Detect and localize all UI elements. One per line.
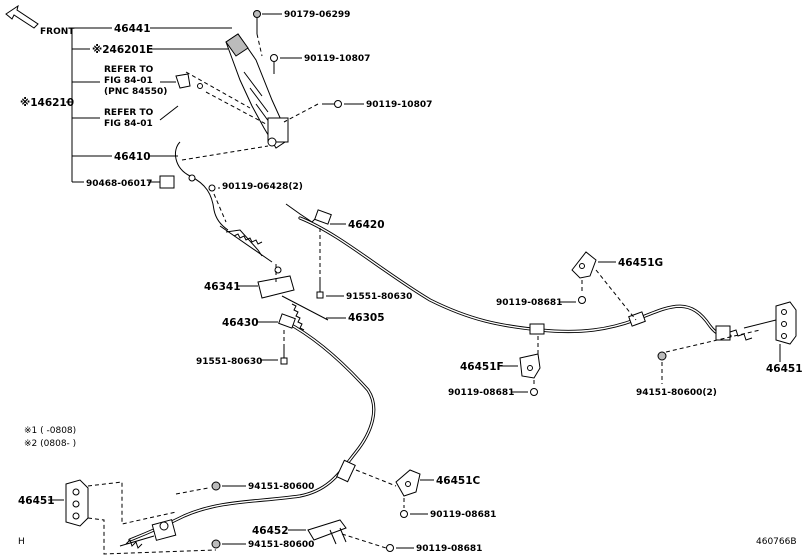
label-90119-08681d: 90119-08681 [416, 544, 482, 554]
bolt-icon [386, 544, 394, 552]
label-91551-80630a: 91551-80630 [346, 292, 412, 302]
parking-brake-lever [225, 33, 289, 149]
label-46451C: 46451C [436, 475, 481, 487]
label-94151-80600b: 94151-80600 [248, 540, 314, 550]
clip-icon [175, 73, 203, 89]
bracket-46451C [395, 469, 421, 497]
nut-icon [657, 351, 667, 361]
bolt-icon [400, 510, 408, 518]
nut-icon [253, 10, 261, 34]
figure-code: 460766B [756, 537, 797, 547]
label-46410: 46410 [114, 151, 151, 163]
label-90179-06299: 90179-06299 [284, 10, 350, 20]
nut-icon [211, 539, 221, 549]
label-46451G: 46451G [618, 257, 663, 269]
note-1: ※1 ( -0808) [24, 426, 76, 436]
label-90119-08681c: 90119-08681 [430, 510, 496, 520]
bolt-icon [280, 346, 288, 365]
note-2: ※2 (0808- ) [24, 439, 76, 449]
label-94151-80600-2: 94151-80600(2) [636, 388, 717, 398]
label-46451-left: 46451 [18, 495, 55, 507]
label-91551-80630b: 91551-80630 [196, 357, 262, 367]
ref-1-line1: REFER TO [104, 65, 154, 75]
label-46201E: ※246201E [92, 44, 153, 56]
label-90468-06017: 90468-06017 [86, 179, 152, 189]
label-90119-08681b: 90119-08681 [448, 388, 514, 398]
ref-2-line1: REFER TO [104, 108, 154, 118]
spring-icon [281, 295, 329, 331]
backing-plate-right [715, 301, 797, 345]
front-cable [174, 141, 229, 231]
bolt-icon [322, 100, 342, 108]
label-46451: 46451 [766, 363, 803, 375]
corner-letter: H [18, 537, 25, 547]
label-46305: 46305 [348, 312, 385, 324]
bolt-icon [578, 296, 586, 304]
label-46341: 46341 [204, 281, 241, 293]
label-46420: 46420 [348, 219, 385, 231]
label-46430: 46430 [222, 317, 259, 329]
bolt-icon [316, 278, 324, 299]
group-bracket [66, 27, 112, 183]
bracket-46451G [571, 251, 597, 279]
nut-icon [211, 481, 221, 491]
label-90119-06428: 90119-06428(2) [222, 182, 303, 192]
group-label: ※146210 [20, 97, 74, 109]
clip-icon [159, 175, 175, 189]
label-90119-10807b: 90119-10807 [366, 100, 432, 110]
left-rear-cable [128, 320, 376, 542]
label-90119-08681a: 90119-08681 [496, 298, 562, 308]
label-46441: 46441 [114, 23, 151, 35]
bolt-icon [270, 54, 278, 74]
bolt-icon [530, 388, 538, 396]
equalizer-assembly [219, 225, 295, 299]
label-94151-80600a: 94151-80600 [248, 482, 314, 492]
bracket-46451F [519, 353, 541, 379]
label-46451F: 46451F [460, 361, 504, 373]
front-arrow-icon [5, 4, 39, 29]
front-label: FRONT [40, 27, 75, 37]
bracket-46452 [307, 519, 347, 545]
ref-1-line3: (PNC 84550) [104, 87, 167, 97]
ref-2-line2: FIG 84-01 [104, 119, 153, 129]
label-90119-10807a: 90119-10807 [304, 54, 370, 64]
backing-plate-left [65, 479, 177, 549]
label-46452: 46452 [252, 525, 289, 537]
ref-1-line2: FIG 84-01 [104, 76, 153, 86]
